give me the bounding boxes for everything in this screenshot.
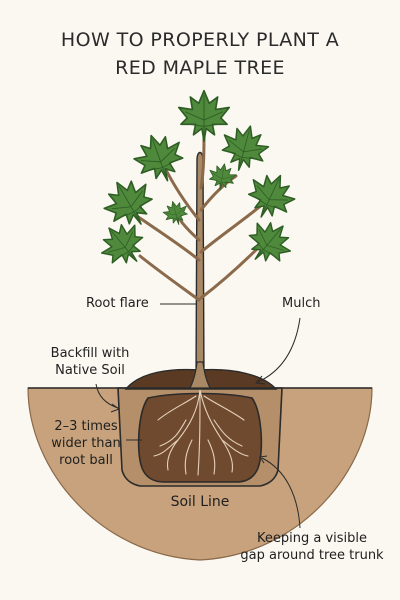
maple-leaf-vein — [263, 249, 275, 257]
maple-leaf — [247, 174, 296, 218]
maple-leaf-vein — [148, 167, 163, 171]
maple-leaf-blade — [247, 174, 296, 218]
maple-leaf-vein — [169, 217, 178, 219]
maple-leaf-vein — [254, 239, 264, 250]
backfill-arrowhead — [110, 403, 121, 413]
label-arrows — [95, 303, 301, 529]
width-label-line-2: wider than — [51, 436, 121, 451]
maple-leaf-vein — [256, 185, 270, 201]
maple-leaf-vein — [238, 129, 250, 169]
backfill-label-line-1: Backfill with — [50, 346, 130, 361]
mulch-leader — [257, 317, 301, 383]
maple-leaf-vein — [269, 199, 288, 201]
maple-leaf-vein — [255, 197, 268, 206]
maple-leaf-vein — [120, 211, 135, 218]
soil-line-label: Soil Line — [170, 494, 230, 510]
maple-leaf — [209, 163, 237, 191]
maple-leaves — [100, 89, 296, 264]
width-label: 2–3 times wider than root ball — [40, 418, 132, 469]
maple-leaf-vein — [212, 172, 222, 180]
maple-leaf-vein — [256, 228, 282, 259]
maple-leaf-vein — [266, 204, 280, 210]
maple-leaf-vein — [203, 123, 219, 127]
maple-leaf-vein — [241, 156, 256, 160]
roots — [153, 389, 249, 476]
mulch-arrowhead — [255, 375, 266, 385]
gap-label-line-1: Keeping a visible — [256, 531, 367, 546]
branches — [132, 130, 270, 302]
maple-leaf-blade — [209, 163, 237, 191]
title-line-2: RED MAPLE TREE — [115, 57, 285, 79]
gap-leader — [261, 457, 301, 529]
maple-leaf-vein — [133, 202, 146, 213]
maple-leaf-blade — [162, 201, 188, 226]
maple-leaf-vein — [152, 139, 168, 179]
maple-leaf-vein — [110, 230, 136, 261]
width-label-line-1: 2–3 times — [54, 419, 118, 434]
maple-leaf-vein — [162, 160, 176, 168]
maple-leaf-vein — [141, 160, 161, 163]
maple-leaf-vein — [130, 190, 143, 207]
maple-leaf-vein — [118, 185, 141, 223]
maple-leaf — [100, 223, 144, 264]
width-label-line-3: root ball — [59, 453, 113, 468]
backfill-label-line-2: Native Soil — [55, 363, 125, 378]
maple-leaf-vein — [221, 176, 233, 180]
gap-label: Keeping a visible gap around tree trunk — [232, 530, 392, 564]
maple-leaf-vein — [128, 241, 138, 252]
maple-leaf-vein — [172, 203, 179, 224]
maple-leaf-vein — [176, 208, 185, 216]
maple-leaf — [177, 89, 231, 142]
maple-leaf-vein — [176, 214, 184, 219]
maple-leaf-vein — [111, 206, 132, 210]
root-flare-label: Root flare — [86, 296, 149, 311]
maple-leaf — [221, 125, 270, 171]
maple-leaf-vein — [124, 231, 134, 248]
maple-leaf-vein — [229, 151, 243, 158]
backfill-label: Backfill with Native Soil — [34, 345, 146, 379]
page-title: HOW TO PROPERLY PLANT A RED MAPLE TREE — [0, 26, 400, 82]
maple-leaf-vein — [266, 244, 284, 251]
maple-leaf — [248, 221, 292, 262]
maple-leaf-vein — [184, 111, 205, 121]
maple-leaf-vein — [108, 246, 126, 253]
maple-leaf-vein — [228, 139, 244, 153]
mulch-label: Mulch — [282, 296, 321, 311]
maple-leaf-vein — [189, 123, 205, 127]
maple-leaf-vein — [213, 179, 222, 183]
maple-leaf-vein — [243, 148, 263, 153]
maple-leaf-vein — [117, 251, 129, 259]
gap-arrowhead — [259, 455, 268, 464]
maple-leaf — [162, 201, 188, 226]
maple-leaf-vein — [221, 182, 230, 183]
maple-leaf-vein — [160, 147, 176, 163]
title-line-1: HOW TO PROPERLY PLANT A — [60, 29, 340, 51]
maple-leaf-vein — [261, 178, 280, 216]
backfill-leader — [95, 383, 119, 409]
maple-leaf-vein — [219, 166, 225, 189]
gap-label-line-2: gap around tree trunk — [240, 548, 384, 563]
maple-leaf — [133, 134, 184, 182]
maple-leaf — [103, 180, 153, 225]
maple-leaf-vein — [166, 213, 177, 216]
maple-leaf-blade — [133, 134, 184, 182]
maple-leaf-vein — [258, 229, 268, 246]
maple-leaf-vein — [203, 111, 224, 121]
maple-leaf-blade — [221, 125, 270, 171]
root-flare — [189, 361, 211, 389]
